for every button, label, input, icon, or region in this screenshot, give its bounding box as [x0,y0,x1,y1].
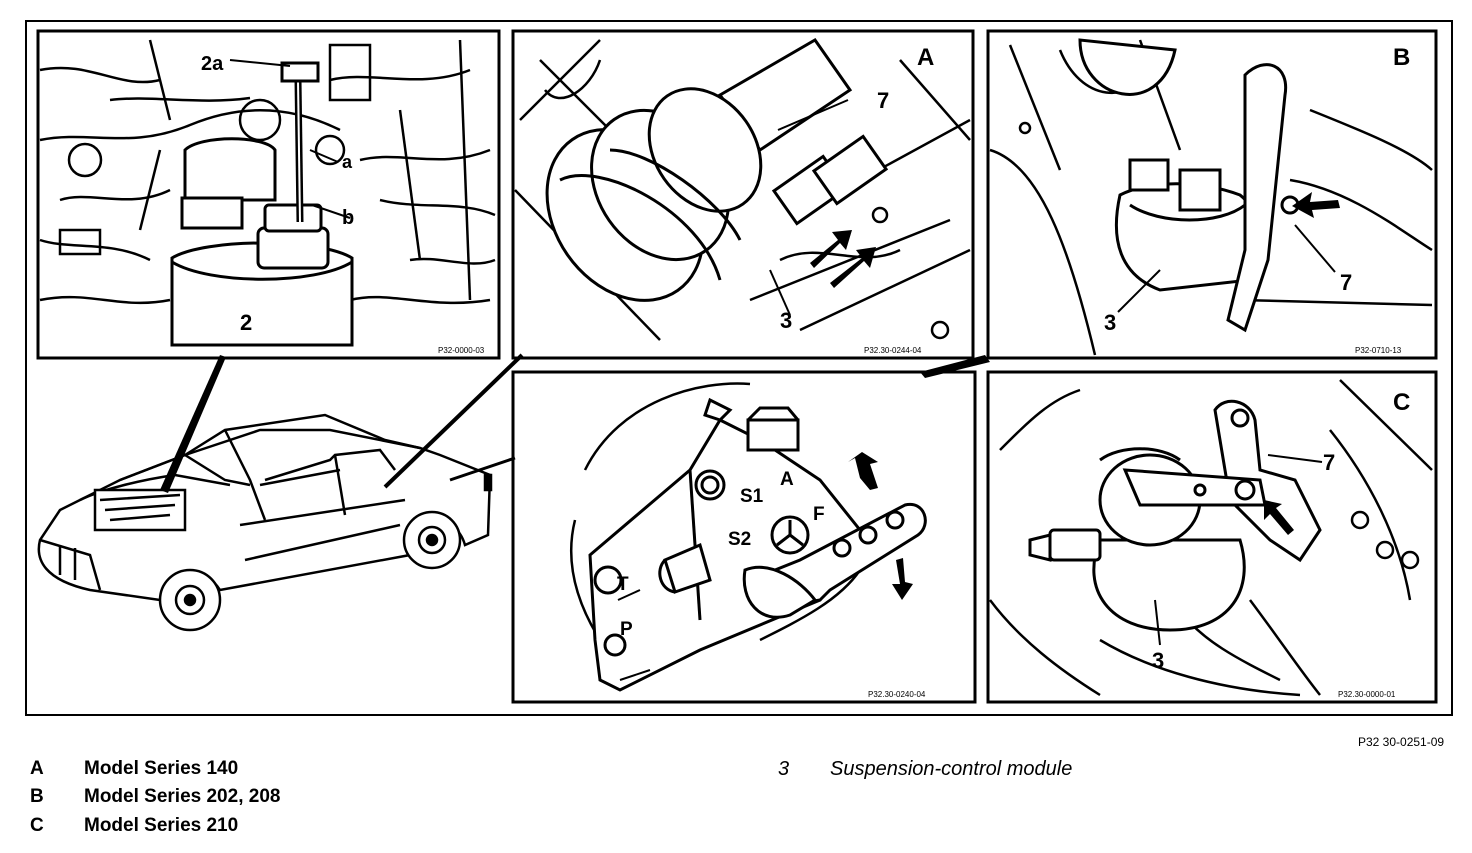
panel-b-label-3: 3 [1104,310,1116,335]
valve-panel-code: P32.30-0240-04 [868,690,926,699]
panel-c-label-7: 7 [1323,450,1335,475]
figure-id: P32 30-0251-09 [1358,735,1445,749]
car-drawing [37,413,493,632]
valve-port-p: P [620,619,633,640]
engine-label-b: b [342,207,354,229]
valve-port-f: F [813,504,825,525]
pointer-lines [160,353,990,493]
panel-c-label-3: 3 [1152,648,1164,673]
panel-c: C 7 3 P32.30-0000-01 [986,370,1438,704]
legend-key: A [30,758,44,779]
engine-label-2a: 2a [201,53,224,75]
valve-port-s1: S1 [740,486,764,507]
panel-b-label-7: 7 [1340,270,1352,295]
panel-c-code: P32.30-0000-01 [1338,690,1396,699]
panel-a-code: P32.30-0244-04 [864,346,922,355]
panel-a-label-3: 3 [780,308,792,333]
panel-b: B 7 3 P32-0710-13 [986,29,1438,360]
panel-b-letter: B [1393,44,1410,71]
panel-a-label-7: 7 [877,88,889,113]
panel-b-code: P32-0710-13 [1355,346,1402,355]
valve-port-t: T [617,574,629,595]
valve-port-a: A [780,469,794,490]
engine-panel-code: P32-0000-03 [438,346,485,355]
engine-panel: 2a a b 2 P32-0000-03 [36,29,501,360]
legend-key: C [30,815,44,836]
legend-text: Model Series 140 [84,758,239,779]
outer-frame [25,20,1453,716]
legend-text: Suspension-control module [830,758,1073,780]
legend-key: B [30,786,44,807]
valve-panel: S1 A F S2 T P P32.30-0240-04 [511,370,977,704]
engine-label-2: 2 [240,310,252,335]
panel-c-letter: C [1393,389,1410,416]
panel-a: A 7 3 P32.30-0244-04 [511,29,975,360]
legend-text: Model Series 210 [84,815,239,836]
panel-a-letter: A [917,44,934,71]
engine-label-a: a [342,152,353,172]
legend-text: Model Series 202, 208 [84,786,281,807]
legend-key: 3 [778,758,790,780]
valve-port-s2: S2 [728,529,751,550]
